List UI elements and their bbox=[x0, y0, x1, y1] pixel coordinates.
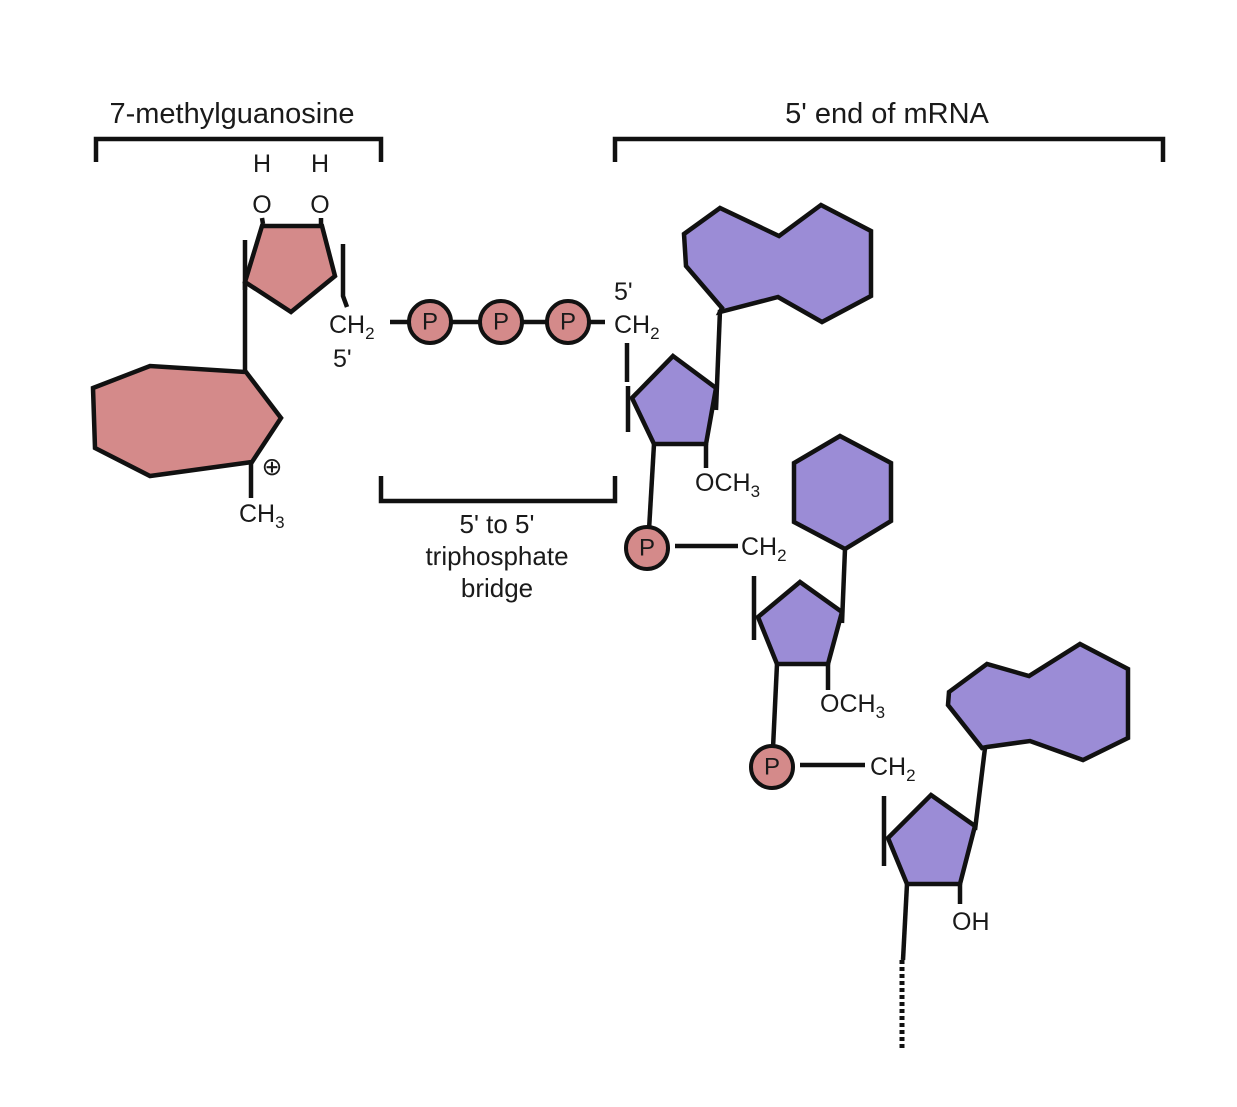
svg-text:P: P bbox=[493, 309, 509, 336]
triphosphate-phosphates: P P P bbox=[407, 299, 591, 345]
nuc3-base-ring bbox=[945, 641, 1131, 763]
cap-group-label: 7-methylguanosine bbox=[109, 98, 354, 130]
o-left-label: O bbox=[252, 191, 271, 219]
nuc3-oh-label: OH bbox=[952, 908, 990, 936]
phosphate-3 bbox=[545, 299, 591, 345]
cap-five-prime-label: 5' bbox=[333, 345, 352, 373]
bridge-label-line3: bridge bbox=[461, 573, 533, 603]
phosphate-4 bbox=[624, 525, 670, 571]
mrna-five-prime-label: 5' bbox=[614, 278, 633, 306]
positive-charge-label: ⊕ bbox=[262, 453, 283, 481]
nuc1-base-ring bbox=[681, 202, 874, 325]
nuc2-ch2-label: CH2 bbox=[741, 533, 787, 565]
nuc2-sugar-ring bbox=[755, 579, 845, 667]
cap-ch2-label: CH2 bbox=[329, 311, 375, 343]
nuc3-sugar-ring bbox=[885, 792, 978, 887]
phosphate-2 bbox=[478, 299, 524, 345]
bridge-label-line2: triphosphate bbox=[425, 541, 568, 571]
svg-text:P: P bbox=[422, 309, 438, 336]
svg-text:P: P bbox=[639, 535, 655, 562]
cap-base-ring bbox=[90, 363, 284, 479]
cap-bracket bbox=[93, 136, 384, 162]
cap-ribose: H H O O CH2 5' bbox=[242, 150, 375, 373]
bridge-label-line1: 5' to 5' bbox=[460, 509, 535, 539]
mrna-group-label: 5' end of mRNA bbox=[785, 98, 989, 130]
h-right-label: H bbox=[311, 150, 329, 178]
bridge-bracket bbox=[378, 476, 618, 504]
svg-text:P: P bbox=[560, 309, 576, 336]
phosphate-1 bbox=[407, 299, 453, 345]
nuc1-ch2-label: CH2 bbox=[614, 311, 660, 343]
nuc3-backbone-bond bbox=[900, 883, 910, 961]
nuc3-glycosidic-bond bbox=[972, 747, 988, 831]
nuc1-och3-label: OCH3 bbox=[695, 469, 760, 501]
nuc3-ch2-label: CH2 bbox=[870, 753, 916, 785]
nuc2-base-ring bbox=[791, 433, 894, 552]
nuc1-phosphate-bond bbox=[646, 443, 657, 531]
nuc2-och3-label: OCH3 bbox=[820, 690, 885, 722]
cap-ch3-label: CH3 bbox=[239, 500, 285, 532]
cap-sugar-ring bbox=[242, 223, 338, 315]
mrna-bracket bbox=[612, 136, 1166, 162]
svg-text:P: P bbox=[764, 754, 780, 781]
nuc2-phosphate-bond bbox=[770, 663, 780, 749]
nuc1-sugar-ring bbox=[629, 353, 719, 447]
o-right-label: O bbox=[310, 191, 329, 219]
phosphate-5 bbox=[749, 744, 795, 790]
h-left-label: H bbox=[253, 150, 271, 178]
